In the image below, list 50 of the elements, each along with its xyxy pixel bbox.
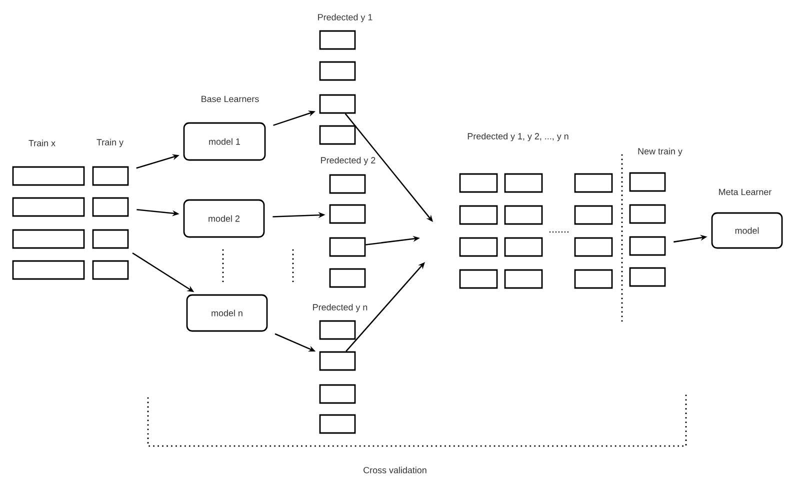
data-box: [459, 269, 498, 289]
data-box: [329, 174, 366, 194]
heading-label: Base Learners: [202, 96, 259, 102]
data-box: [459, 237, 498, 257]
data-box: [459, 205, 498, 225]
data-box: [92, 260, 129, 280]
data-box: [504, 173, 543, 193]
data-box: [92, 166, 129, 186]
heading-label: Meta Learner: [719, 188, 772, 196]
data-box: [319, 414, 356, 434]
heading-label: Train y: [96, 138, 124, 148]
data-box: [92, 229, 129, 249]
data-box: [12, 260, 85, 280]
heading-label: Predected y 1, y 2, ..., y n: [468, 132, 568, 142]
data-box: [629, 267, 666, 287]
model-box: model 2: [183, 199, 265, 238]
data-box: [319, 384, 356, 404]
heading-label: Predected y 1: [318, 14, 372, 22]
data-box: [329, 204, 366, 224]
data-box: [629, 204, 666, 224]
data-box: [574, 205, 613, 225]
data-box: [12, 229, 85, 249]
data-box: [329, 268, 366, 288]
data-box: [629, 236, 666, 256]
heading-label: Predected y 2: [321, 156, 376, 166]
data-box: [12, 197, 85, 217]
data-box: [574, 173, 613, 193]
data-box: [319, 94, 356, 114]
data-box: [319, 61, 356, 81]
data-box: [629, 172, 666, 192]
data-box: [319, 320, 356, 340]
data-box: [319, 30, 356, 50]
heading-label: Cross validation: [364, 466, 426, 474]
data-box: [504, 269, 543, 289]
heading-label: Predected y n: [313, 304, 368, 312]
heading-label: New train y: [638, 148, 682, 156]
data-box: [329, 237, 366, 257]
data-box: [319, 351, 356, 371]
data-box: [574, 269, 613, 289]
data-box: [504, 205, 543, 225]
model-box: model n: [186, 294, 268, 332]
data-box: [574, 237, 613, 257]
data-box: [319, 125, 356, 145]
heading-label: Train x: [28, 140, 56, 146]
data-box: [459, 173, 498, 193]
data-box: [12, 166, 85, 186]
data-box: [504, 237, 543, 257]
model-box: model 1: [183, 122, 266, 161]
model-box: model: [711, 212, 783, 249]
data-box: [92, 197, 129, 217]
